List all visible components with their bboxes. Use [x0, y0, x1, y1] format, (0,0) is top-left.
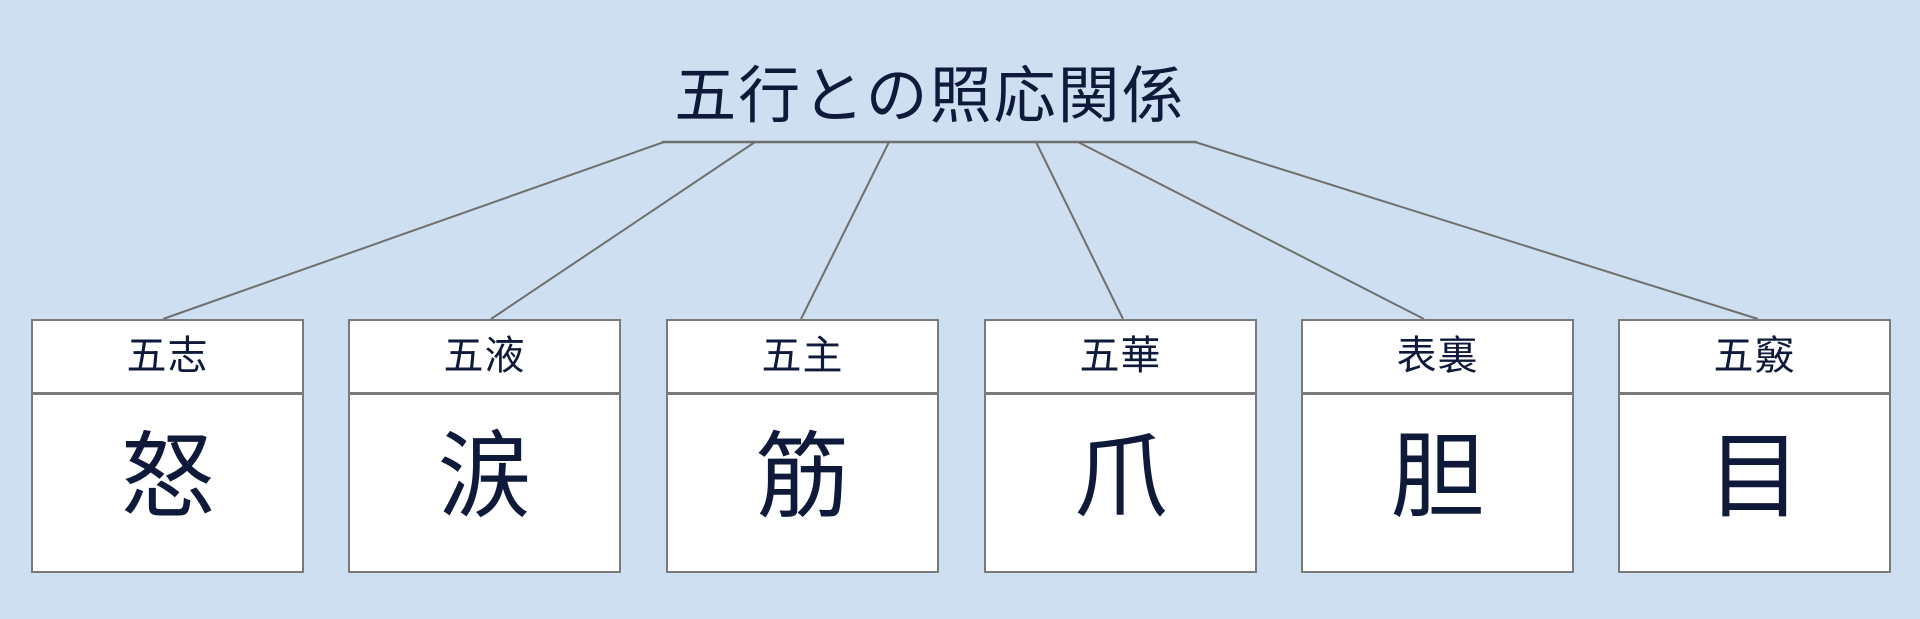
category-label: 五竅 — [1620, 321, 1889, 395]
connector-line-4 — [1035, 141, 1124, 320]
category-box-goeki: 五液 涙 — [348, 319, 621, 573]
category-box-goshi: 五志 怒 — [31, 319, 304, 573]
category-box-hyouri: 表裏 胆 — [1301, 319, 1574, 573]
category-label: 五志 — [33, 321, 302, 395]
category-box-goshu: 五主 筋 — [666, 319, 939, 573]
category-label: 五主 — [668, 321, 937, 395]
category-box-goka: 五華 爪 — [984, 319, 1257, 573]
connector-line-2 — [490, 141, 756, 320]
connector-line-5 — [1077, 141, 1425, 320]
diagram-title: 五行との照応関係 — [674, 59, 1186, 132]
category-value: 涙 — [437, 423, 532, 532]
category-label: 表裏 — [1303, 321, 1572, 395]
connector-line-6 — [1194, 141, 1759, 320]
category-value: 目 — [1707, 423, 1802, 532]
category-value: 怒 — [120, 423, 215, 532]
connector-line-3 — [800, 141, 890, 320]
category-value: 胆 — [1390, 423, 1485, 532]
connector-line-1 — [162, 141, 665, 320]
category-value: 爪 — [1073, 423, 1168, 532]
category-label: 五液 — [350, 321, 619, 395]
category-label: 五華 — [986, 321, 1255, 395]
category-value: 筋 — [755, 423, 850, 532]
category-box-gokyou: 五竅 目 — [1618, 319, 1891, 573]
